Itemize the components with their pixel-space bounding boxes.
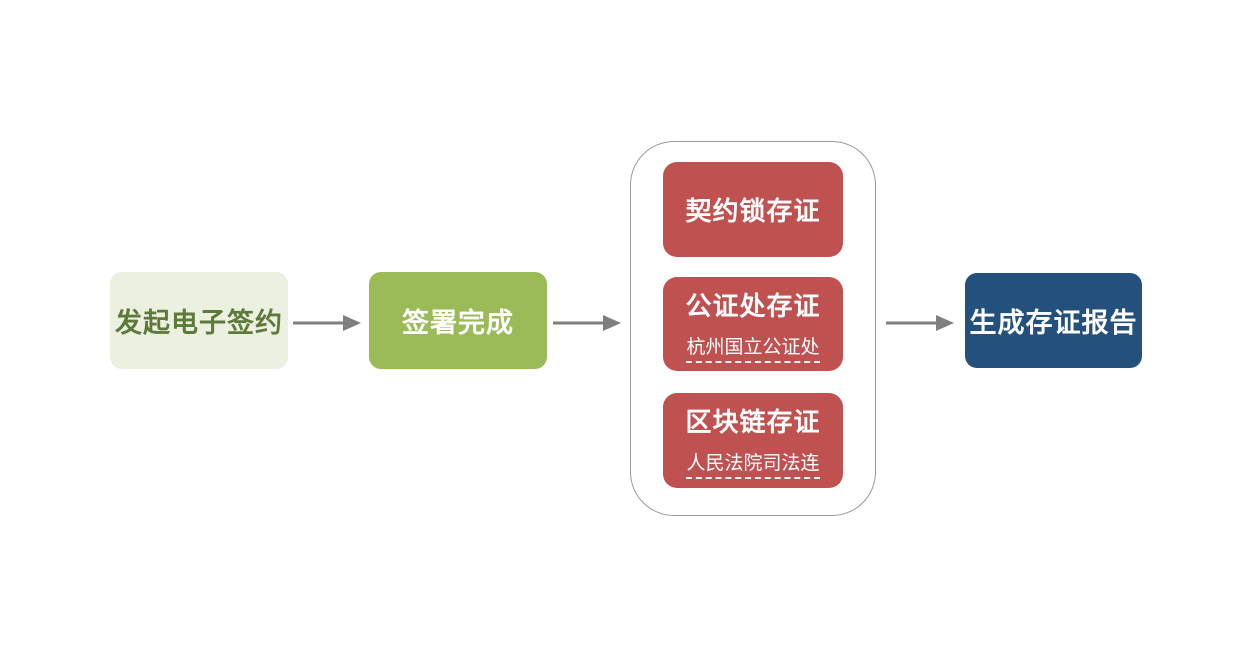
- step-report-box: 生成存证报告: [965, 273, 1142, 368]
- evidence-blockchain-box: 区块链存证 人民法院司法连: [663, 393, 843, 488]
- evidence-notary-subtitle: 杭州国立公证处: [686, 332, 820, 363]
- evidence-qiyuesuo-title: 契约锁存证: [685, 196, 821, 226]
- evidence-notary-title: 公证处存证: [685, 290, 821, 321]
- arrow-right-icon: [293, 315, 361, 331]
- evidence-blockchain-title: 区块链存证: [685, 407, 821, 437]
- arrow-right-icon: [553, 315, 621, 331]
- arrow-right-icon: [886, 315, 954, 331]
- evidence-blockchain-subtitle: 人民法院司法连: [686, 448, 820, 479]
- step-report-label: 生成存证报告: [969, 308, 1138, 338]
- step-initiate-label: 发起电子签约: [115, 308, 283, 338]
- step-initiate-box: 发起电子签约: [110, 272, 288, 369]
- step-signed-box: 签署完成: [369, 272, 547, 369]
- evidence-group-container: 契约锁存证 公证处存证 杭州国立公证处 区块链存证 人民法院司法连: [630, 141, 876, 516]
- evidence-qiyuesuo-box: 契约锁存证: [663, 162, 843, 257]
- evidence-notary-box: 公证处存证 杭州国立公证处: [663, 277, 843, 371]
- step-signed-label: 签署完成: [402, 308, 514, 338]
